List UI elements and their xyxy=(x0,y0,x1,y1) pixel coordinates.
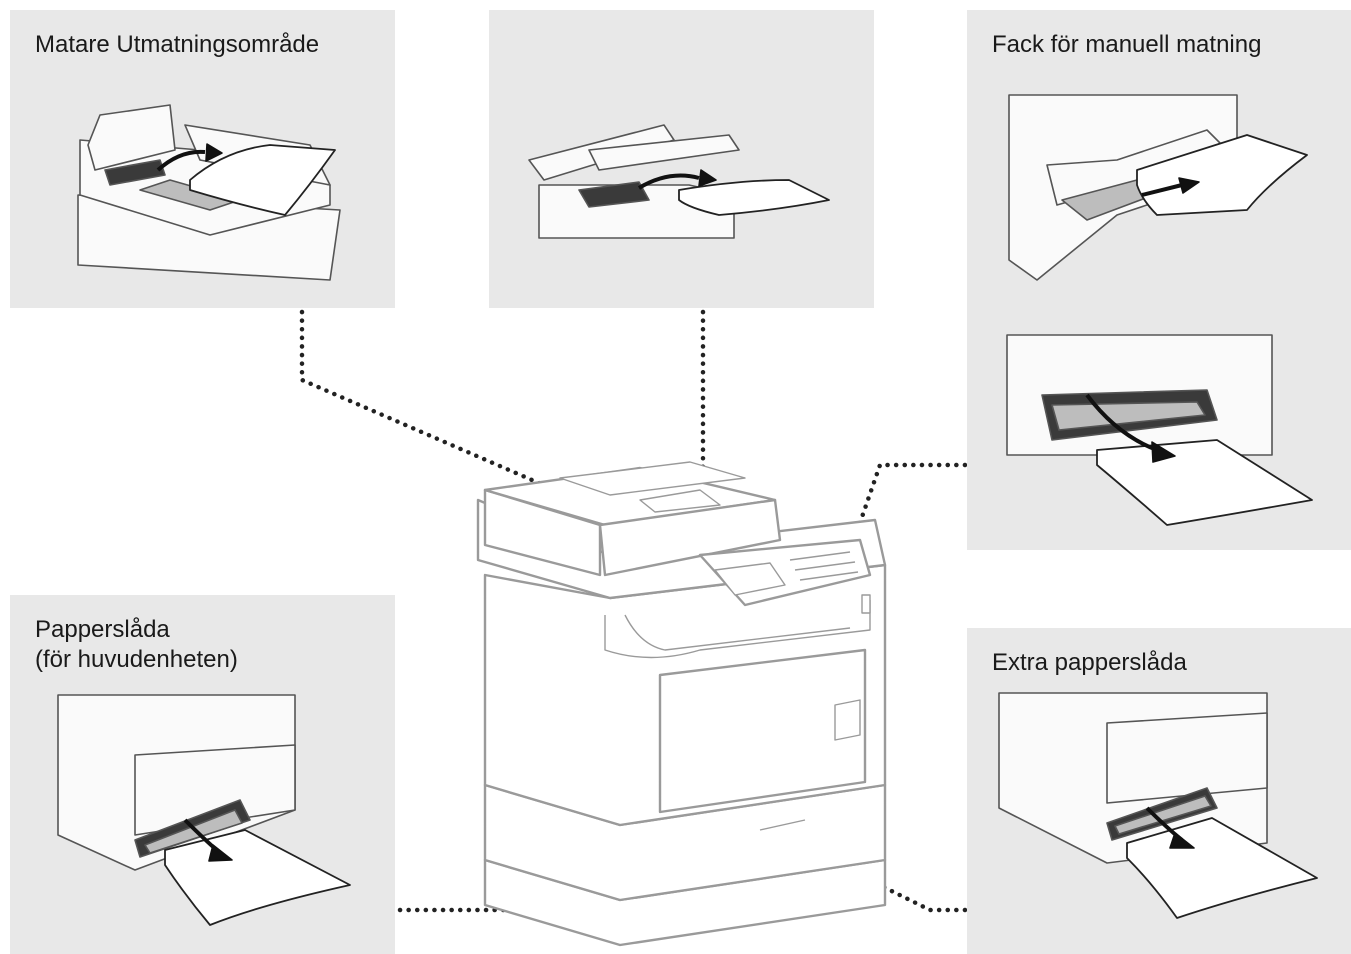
panel-extra-drawer-label: Extra papperslåda xyxy=(992,649,1187,676)
panel-extra-drawer: Extra papperslåda xyxy=(967,628,1351,954)
panel-paper-drawer: Papperslåda (för huvudenheten) xyxy=(10,595,395,954)
leader-line-feeder xyxy=(299,309,581,503)
inside-illustration xyxy=(528,124,830,239)
panel-paper-drawer-label-line2: (för huvudenheten) xyxy=(35,646,238,673)
paper-drawer-illustration xyxy=(57,694,351,926)
panel-inside xyxy=(489,10,874,308)
panel-manual-tray-label: Fack för manuell matning xyxy=(992,31,1262,58)
feeder-illustration xyxy=(77,104,341,281)
panel-paper-drawer-label-line1: Papperslåda xyxy=(35,616,170,643)
extra-drawer-illustration xyxy=(998,692,1318,919)
printer-illustration xyxy=(476,461,887,947)
manual-tray-illustration xyxy=(1006,94,1313,526)
panel-feeder-label: Matare Utmatningsområde xyxy=(35,31,320,58)
panel-feeder-output: Matare Utmatningsområde xyxy=(10,10,395,308)
panel-manual-tray: Fack för manuell matning xyxy=(967,10,1351,550)
